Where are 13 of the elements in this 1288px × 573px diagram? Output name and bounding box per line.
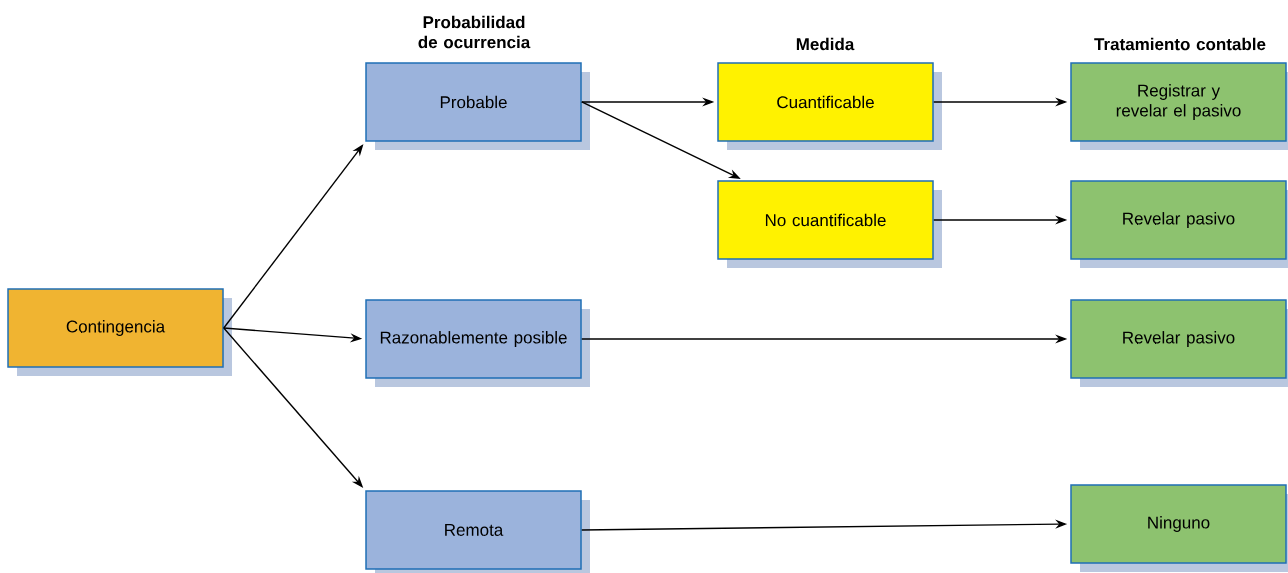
column-heading: Medida: [796, 37, 855, 51]
process-box: Revelar pasivo: [1070, 180, 1288, 268]
process-box: Cuantificable: [717, 62, 942, 150]
column-heading: Tratamiento contable: [1094, 37, 1266, 51]
column-heading: Probabilidad de ocurrencia: [418, 15, 531, 49]
process-box: No cuantificable: [717, 180, 942, 268]
process-box: Razonablemente posible: [365, 299, 590, 387]
process-box: Ninguno: [1070, 484, 1288, 572]
process-box: Revelar pasivo: [1070, 299, 1288, 387]
process-box: Contingencia: [7, 288, 232, 376]
process-box: Probable: [365, 62, 590, 150]
process-box: Registrar y revelar el pasivo: [1070, 62, 1288, 150]
process-box: Remota: [365, 490, 590, 573]
